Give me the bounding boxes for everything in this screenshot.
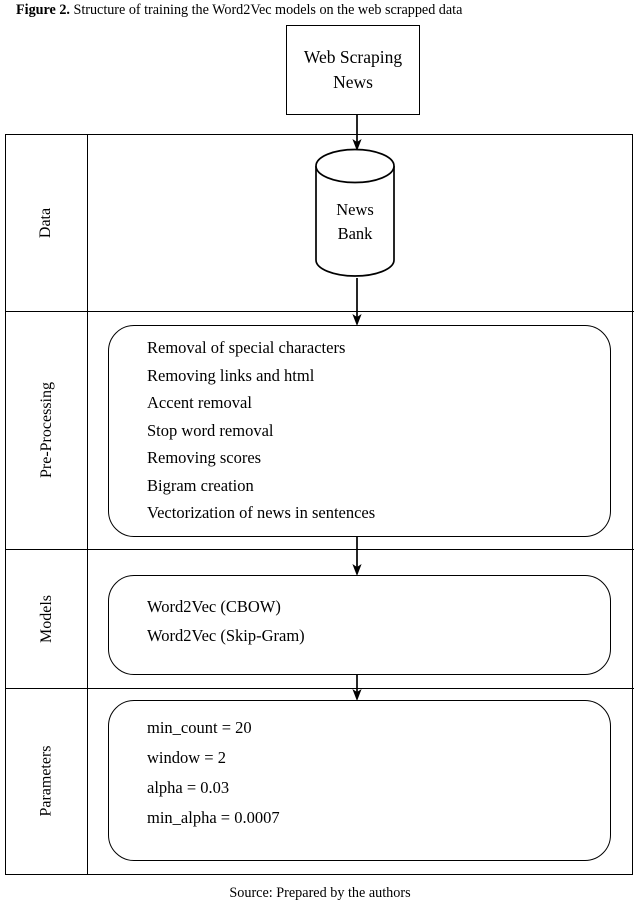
row-divider-models-parameters — [6, 688, 634, 689]
node-web-scraping-news: Web Scraping News — [286, 25, 420, 115]
list-item: Removal of special characters — [147, 338, 346, 357]
list-item: min_count = 20 — [147, 718, 252, 737]
row-label-parameters: Parameters — [6, 688, 87, 874]
node-models: Word2Vec (CBOW) Word2Vec (Skip-Gram) — [108, 575, 611, 675]
list-item: window = 2 — [147, 748, 226, 767]
row-label-pre-processing-text: Pre-Processing — [37, 382, 55, 478]
pipeline-table: Data Pre-Processing Models Parameters — [5, 134, 634, 875]
source-note: Source: Prepared by the authors — [229, 885, 411, 901]
arrow-web-scraping-to-news-bank — [349, 115, 365, 151]
arrow-models-to-parameters — [349, 675, 365, 701]
list-item: min_alpha = 0.0007 — [147, 808, 280, 827]
node-news-bank-label: News Bank — [315, 148, 395, 278]
figure-caption-text: Structure of training the Word2Vec model… — [73, 2, 463, 18]
node-web-scraping-line1: Web Scraping — [303, 47, 403, 67]
row-divider-data-preprocessing — [6, 311, 634, 312]
parameters-list: min_count = 20 window = 2 alpha = 0.03 m… — [147, 713, 600, 833]
arrow-news-bank-to-pre-processing — [349, 278, 365, 326]
arrow-pre-processing-to-models — [349, 537, 365, 576]
row-label-parameters-text: Parameters — [37, 745, 55, 817]
label-column-divider — [87, 135, 88, 874]
node-news-bank-line1: News — [336, 200, 374, 219]
row-label-models-text: Models — [37, 594, 55, 643]
figure-caption: Figure 2. Structure of training the Word… — [16, 0, 630, 20]
node-news-bank: News Bank — [315, 148, 395, 278]
list-item: Word2Vec (CBOW) — [147, 597, 281, 616]
figure-label: Figure 2. — [16, 2, 70, 18]
node-pre-processing-steps: Removal of special characters Removing l… — [108, 325, 611, 537]
node-parameters: min_count = 20 window = 2 alpha = 0.03 m… — [108, 700, 611, 861]
list-item: Bigram creation — [147, 475, 254, 495]
list-item: Stop word removal — [147, 420, 274, 440]
row-divider-preprocessing-models — [6, 549, 634, 550]
node-web-scraping-line2: News — [333, 72, 373, 92]
list-item: Word2Vec (Skip-Gram) — [147, 626, 305, 645]
list-item: Removing links and html — [147, 365, 315, 385]
node-news-bank-line2: Bank — [337, 224, 373, 243]
list-item: Accent removal — [147, 393, 252, 412]
list-item: Vectorization of news in sentences — [147, 503, 376, 522]
row-label-pre-processing: Pre-Processing — [6, 311, 87, 549]
list-item: Removing scores — [147, 448, 262, 467]
models-list: Word2Vec (CBOW) Word2Vec (Skip-Gram) — [147, 592, 600, 650]
row-label-models: Models — [6, 549, 87, 688]
list-item: alpha = 0.03 — [147, 778, 230, 797]
row-label-data-text: Data — [37, 207, 55, 239]
row-label-data: Data — [6, 135, 87, 311]
pre-processing-step-list: Removal of special characters Removing l… — [147, 334, 600, 527]
